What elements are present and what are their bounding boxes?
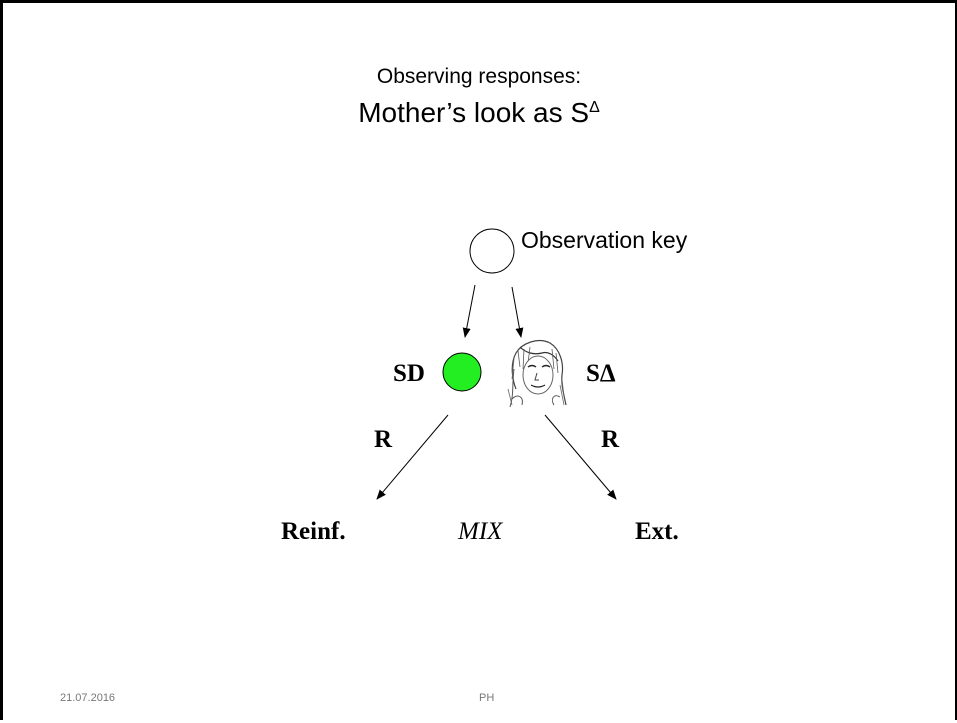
arrow-sdelta-to-ext <box>544 414 617 500</box>
slide-title-text: Mother’s look as S <box>358 97 590 128</box>
reinforcement-diagram: Observation key SD SΔ R R Reinf. <box>281 227 688 545</box>
mix-label: MIX <box>457 518 504 545</box>
observation-key-circle <box>469 228 515 274</box>
footer-date: 21.07.2016 <box>60 692 116 704</box>
delta-superscript: Δ <box>589 99 600 116</box>
extinction-label: Ext. <box>635 518 679 545</box>
footer-author: PH <box>479 692 495 704</box>
observation-key-label: Observation key <box>521 227 688 253</box>
slide-title: Mother’s look as SΔ <box>3 97 955 129</box>
arrow-key-to-sdelta <box>511 286 524 338</box>
sdelta-label: SΔ <box>586 360 616 387</box>
sd-green-circle <box>442 352 482 392</box>
reinforcement-label: Reinf. <box>281 518 346 545</box>
left-response-label: R <box>374 426 393 453</box>
right-response-label: R <box>601 426 620 453</box>
mother-face-icon <box>507 340 567 408</box>
sd-label: SD <box>393 360 425 387</box>
arrow-sd-to-reinf <box>376 414 449 500</box>
slide-subtitle: Observing responses: <box>376 65 582 88</box>
arrow-key-to-sd <box>462 284 476 338</box>
